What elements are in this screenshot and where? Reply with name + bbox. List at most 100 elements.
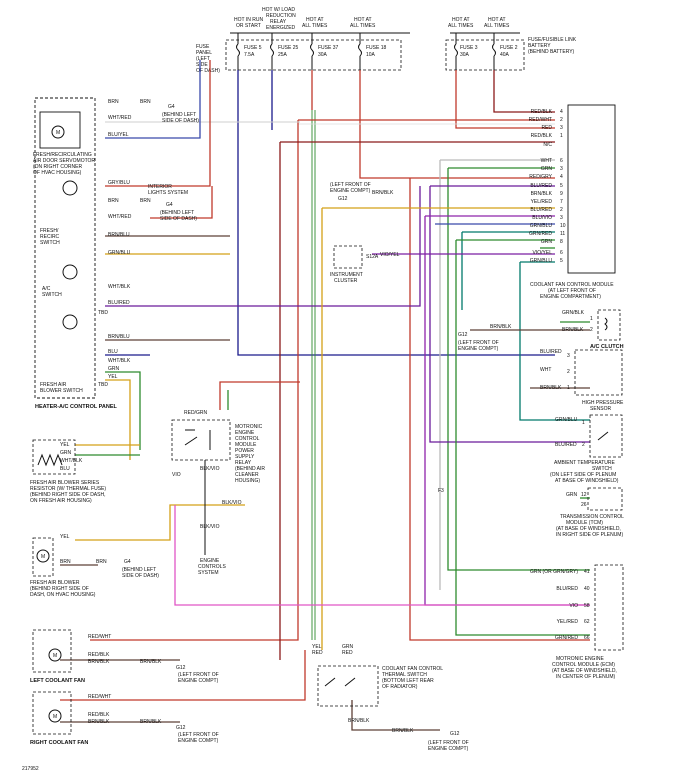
g4-loc-3b: SIDE OF DASH) <box>122 573 159 579</box>
ts-wire-red-2: RED <box>342 650 353 656</box>
hp-label-1: SENSOR <box>590 406 612 412</box>
fb-wire-brn: BRN <box>60 559 71 565</box>
module-pin-number: 10 <box>560 223 566 229</box>
module-pin-wire: GRN/BLU <box>530 258 553 264</box>
fusible-link-label-1: BATTERY <box>528 43 551 49</box>
fuse18-name: FUSE 18 <box>366 45 387 51</box>
module-pin-number: 3 <box>560 166 563 172</box>
module-pin-wire: VIO/YEL <box>533 250 553 256</box>
wire-wht-blk-1: WHT/BLK <box>108 284 131 290</box>
svg-text:M: M <box>53 714 57 720</box>
recirc-door-label-2: (ON RIGHT CORNER <box>33 164 82 170</box>
sr-pin-wht-blk: WHT/BLK <box>60 458 83 464</box>
fuse-panel-label-4: OF DASH) <box>196 68 220 74</box>
engine-controls-label-2: SYSTEM <box>198 570 219 576</box>
module-pin-number: 7 <box>560 199 563 205</box>
relay-wire-blk-vio: BLK/VIO <box>200 466 220 472</box>
lf-wire-red-wht: RED/WHT <box>88 634 111 640</box>
high-pressure-sensor: BLU/RED WHT BRN/BLK 3 2 1 HIGH PRESSURE … <box>540 349 624 412</box>
fb-wire-yel: YEL <box>60 534 70 540</box>
recirc-door-label-3: OF HVAC HOUSING) <box>33 170 82 176</box>
g4-label-2: G4 <box>166 202 173 208</box>
module-pin-wire: RED/BLK <box>531 133 553 139</box>
relay-wire-vio: VIO <box>172 472 181 478</box>
power-relay-label-4: POWER <box>235 448 254 454</box>
module-pin-number: 6 <box>560 158 563 164</box>
fuse18-rating: 10A <box>366 52 376 58</box>
blower-switch-label-0: FRESH AIR <box>40 382 67 388</box>
wire-wht-red-1: WHT/RED <box>108 115 132 121</box>
g4-loc-2a: (BEHIND LEFT <box>160 210 194 216</box>
svg-text:1: 1 <box>590 316 593 322</box>
ecm-pin-number: 66 <box>584 635 590 641</box>
module-pin-wire: BLU/RED <box>530 207 552 213</box>
g12-loc-2a: (LEFT FRONT OF <box>178 732 219 738</box>
fuse37-rating: 30A <box>318 52 328 58</box>
g4-label-3: G4 <box>124 559 131 565</box>
hp-wire-blu-red: BLU/RED <box>540 349 562 355</box>
module-pin-number: 5 <box>560 258 563 264</box>
g12-loc-1a: (LEFT FRONT OF <box>178 672 219 678</box>
coolant-module-label-2: ENGINE COMPARTMENT) <box>540 294 601 300</box>
module-pin-wire: GRN/RED <box>529 231 552 237</box>
g4-loc-1a: (BEHIND LEFT <box>162 112 196 118</box>
fuse18-header-0: HOT AT <box>354 17 372 23</box>
ambient-label-2: (ON LEFT SIDE OF PLENUM <box>550 472 616 478</box>
ambient-label-1: SWITCH <box>592 466 612 472</box>
series-resistor-label-1: RESISTOR (W/ THERMAL FUSE) <box>30 486 106 492</box>
hvac-panel-label: HEATER-A/C CONTROL PANEL <box>35 404 118 410</box>
series-resistor-label-3: ON FRESH AIR HOUSING) <box>30 498 92 504</box>
thermal-switch: YEL RED GRN RED COOLANT FAN CONTROL THER… <box>312 644 469 752</box>
wire-yel-1: YEL <box>108 374 118 380</box>
g12-center-wire: BRN/BLK <box>372 190 394 196</box>
ambient-label-0: AMBIENT TEMPERATURE <box>554 460 616 466</box>
g12-loc-2b: ENGINE COMPT) <box>178 738 219 744</box>
fuse25-rating: 25A <box>278 52 288 58</box>
svg-text:M: M <box>56 130 60 136</box>
module-pin-number: 2 <box>560 207 563 213</box>
tcm-label-1: MODULE (TCM) <box>566 520 603 526</box>
ecm-pin-number: 41 <box>584 569 590 575</box>
fresh-blower-label-0: FRESH AIR BLOWER <box>30 580 80 586</box>
g12-center-label: G12 <box>338 196 348 202</box>
fresh-blower-label-1: (BEHIND RIGHT SIDE OF <box>30 586 89 592</box>
module-pin-number: 6 <box>560 250 563 256</box>
instrument-cluster: S12A VIO/YEL INSTRUMENT CLUSTER <box>330 245 400 284</box>
g4-loc-2b: SIDE OF DASH) <box>160 216 197 222</box>
series-resistor: YEL GRN WHT/BLK BLU FRESH AIR BLOWER SER… <box>30 439 106 504</box>
hp-wire-brn-blk: BRN/BLK <box>540 385 562 391</box>
fuse5-name: FUSE 5 <box>244 45 262 51</box>
power-relay-label-2: CONTROL <box>235 436 260 442</box>
module-pin-number: 8 <box>560 239 563 245</box>
fuse3-rating: 30A <box>460 52 470 58</box>
ts-wire-brn-blk-2: BRN/BLK <box>392 728 414 734</box>
wire-brn-3: BRN <box>108 198 119 204</box>
ac-switch-label-0: A/C <box>42 286 51 292</box>
rf-wire-brn-blk: BRN/BLK <box>88 719 110 725</box>
engine-controls-label-0: ENGINE <box>200 558 220 564</box>
ac-g12-loc-1: ENGINE COMPT) <box>458 346 499 352</box>
ecm-pin-number: 62 <box>584 619 590 625</box>
fuse2-rating: 40A <box>500 52 510 58</box>
g4-loc-1b: SIDE OF DASH) <box>162 118 199 124</box>
left-coolant-fan: M RED/WHT RED/BLK BRN/BLK BRN/BLK G12 (L… <box>30 629 219 684</box>
module-pin-wire: BLU/VIO <box>532 215 552 221</box>
g12-loc-1b: ENGINE COMPT) <box>178 678 219 684</box>
interior-lights-label-0: INTERIOR <box>148 184 172 190</box>
ac-clutch-wire-grn-blk: GRN/BLK <box>562 310 585 316</box>
svg-text:12: 12 <box>581 492 587 498</box>
relay-wire-red-grn: RED/GRN <box>184 410 207 416</box>
ecm-label-1: CONTROL MODULE (ECM) <box>552 662 615 668</box>
g12-label-3: G12 <box>450 731 460 737</box>
wire-grn-blu-1: GRN/BLU <box>108 250 131 256</box>
ecm-pin-number: 58 <box>584 603 590 609</box>
fuse5-header-0: HOT IN RUN <box>234 17 263 23</box>
g12-center-loc-0: (LEFT FRONT OF <box>330 182 371 188</box>
coolant-module-label-0: COOLANT FAN CONTROL MODULE <box>530 282 614 288</box>
module-pin-number: 1 <box>560 133 563 139</box>
lf-wire-brn-blk: BRN/BLK <box>88 659 110 665</box>
ts-wire-yel: YEL <box>312 644 322 650</box>
fuse3-header-0: HOT AT <box>452 17 470 23</box>
